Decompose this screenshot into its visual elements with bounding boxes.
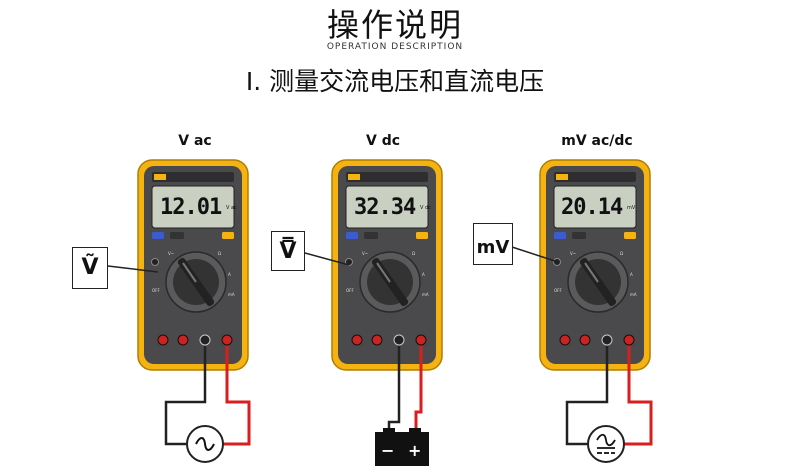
lcd-reading-3: 20.14 [561,195,623,220]
lead-red-1 [223,346,251,446]
lead-black-2 [387,346,401,432]
multimeter-3 [539,159,651,371]
meter-2-label: V dc [365,133,401,149]
pointer-line-2 [304,252,350,266]
lcd-unit-3: mV [627,205,636,211]
ac-voltage-symbol: Ṽ [72,247,108,289]
pointer-line-1 [107,265,159,273]
lcd-unit-2: V dc [420,205,431,211]
lead-black-3 [565,346,609,446]
svg-text:−: − [381,441,394,460]
lead-black-1 [164,346,207,446]
pointer-line-3 [511,246,559,263]
page-title: 操作说明 [326,6,463,44]
battery: − + [375,428,429,466]
millivolt-symbol: mV [473,223,513,265]
multimeter-1 [137,159,249,371]
lcd-reading-1: 12.01 [160,195,222,220]
meter-3-label: mV ac/dc [561,133,633,149]
acdc-source [587,425,625,463]
lcd-reading-2: 32.34 [354,195,416,220]
lead-red-3 [624,346,653,446]
ac-source-1 [186,425,224,463]
lead-red-2 [414,346,423,432]
dc-voltage-symbol: V̿ [271,231,305,271]
page-subtitle: OPERATION DESCRIPTION [326,42,464,52]
meter-1-label: V ac [178,133,212,149]
section-heading: Ⅰ. 测量交流电压和直流电压 [245,67,545,96]
svg-text:+: + [408,441,421,460]
lcd-unit-1: V ac [226,205,237,211]
